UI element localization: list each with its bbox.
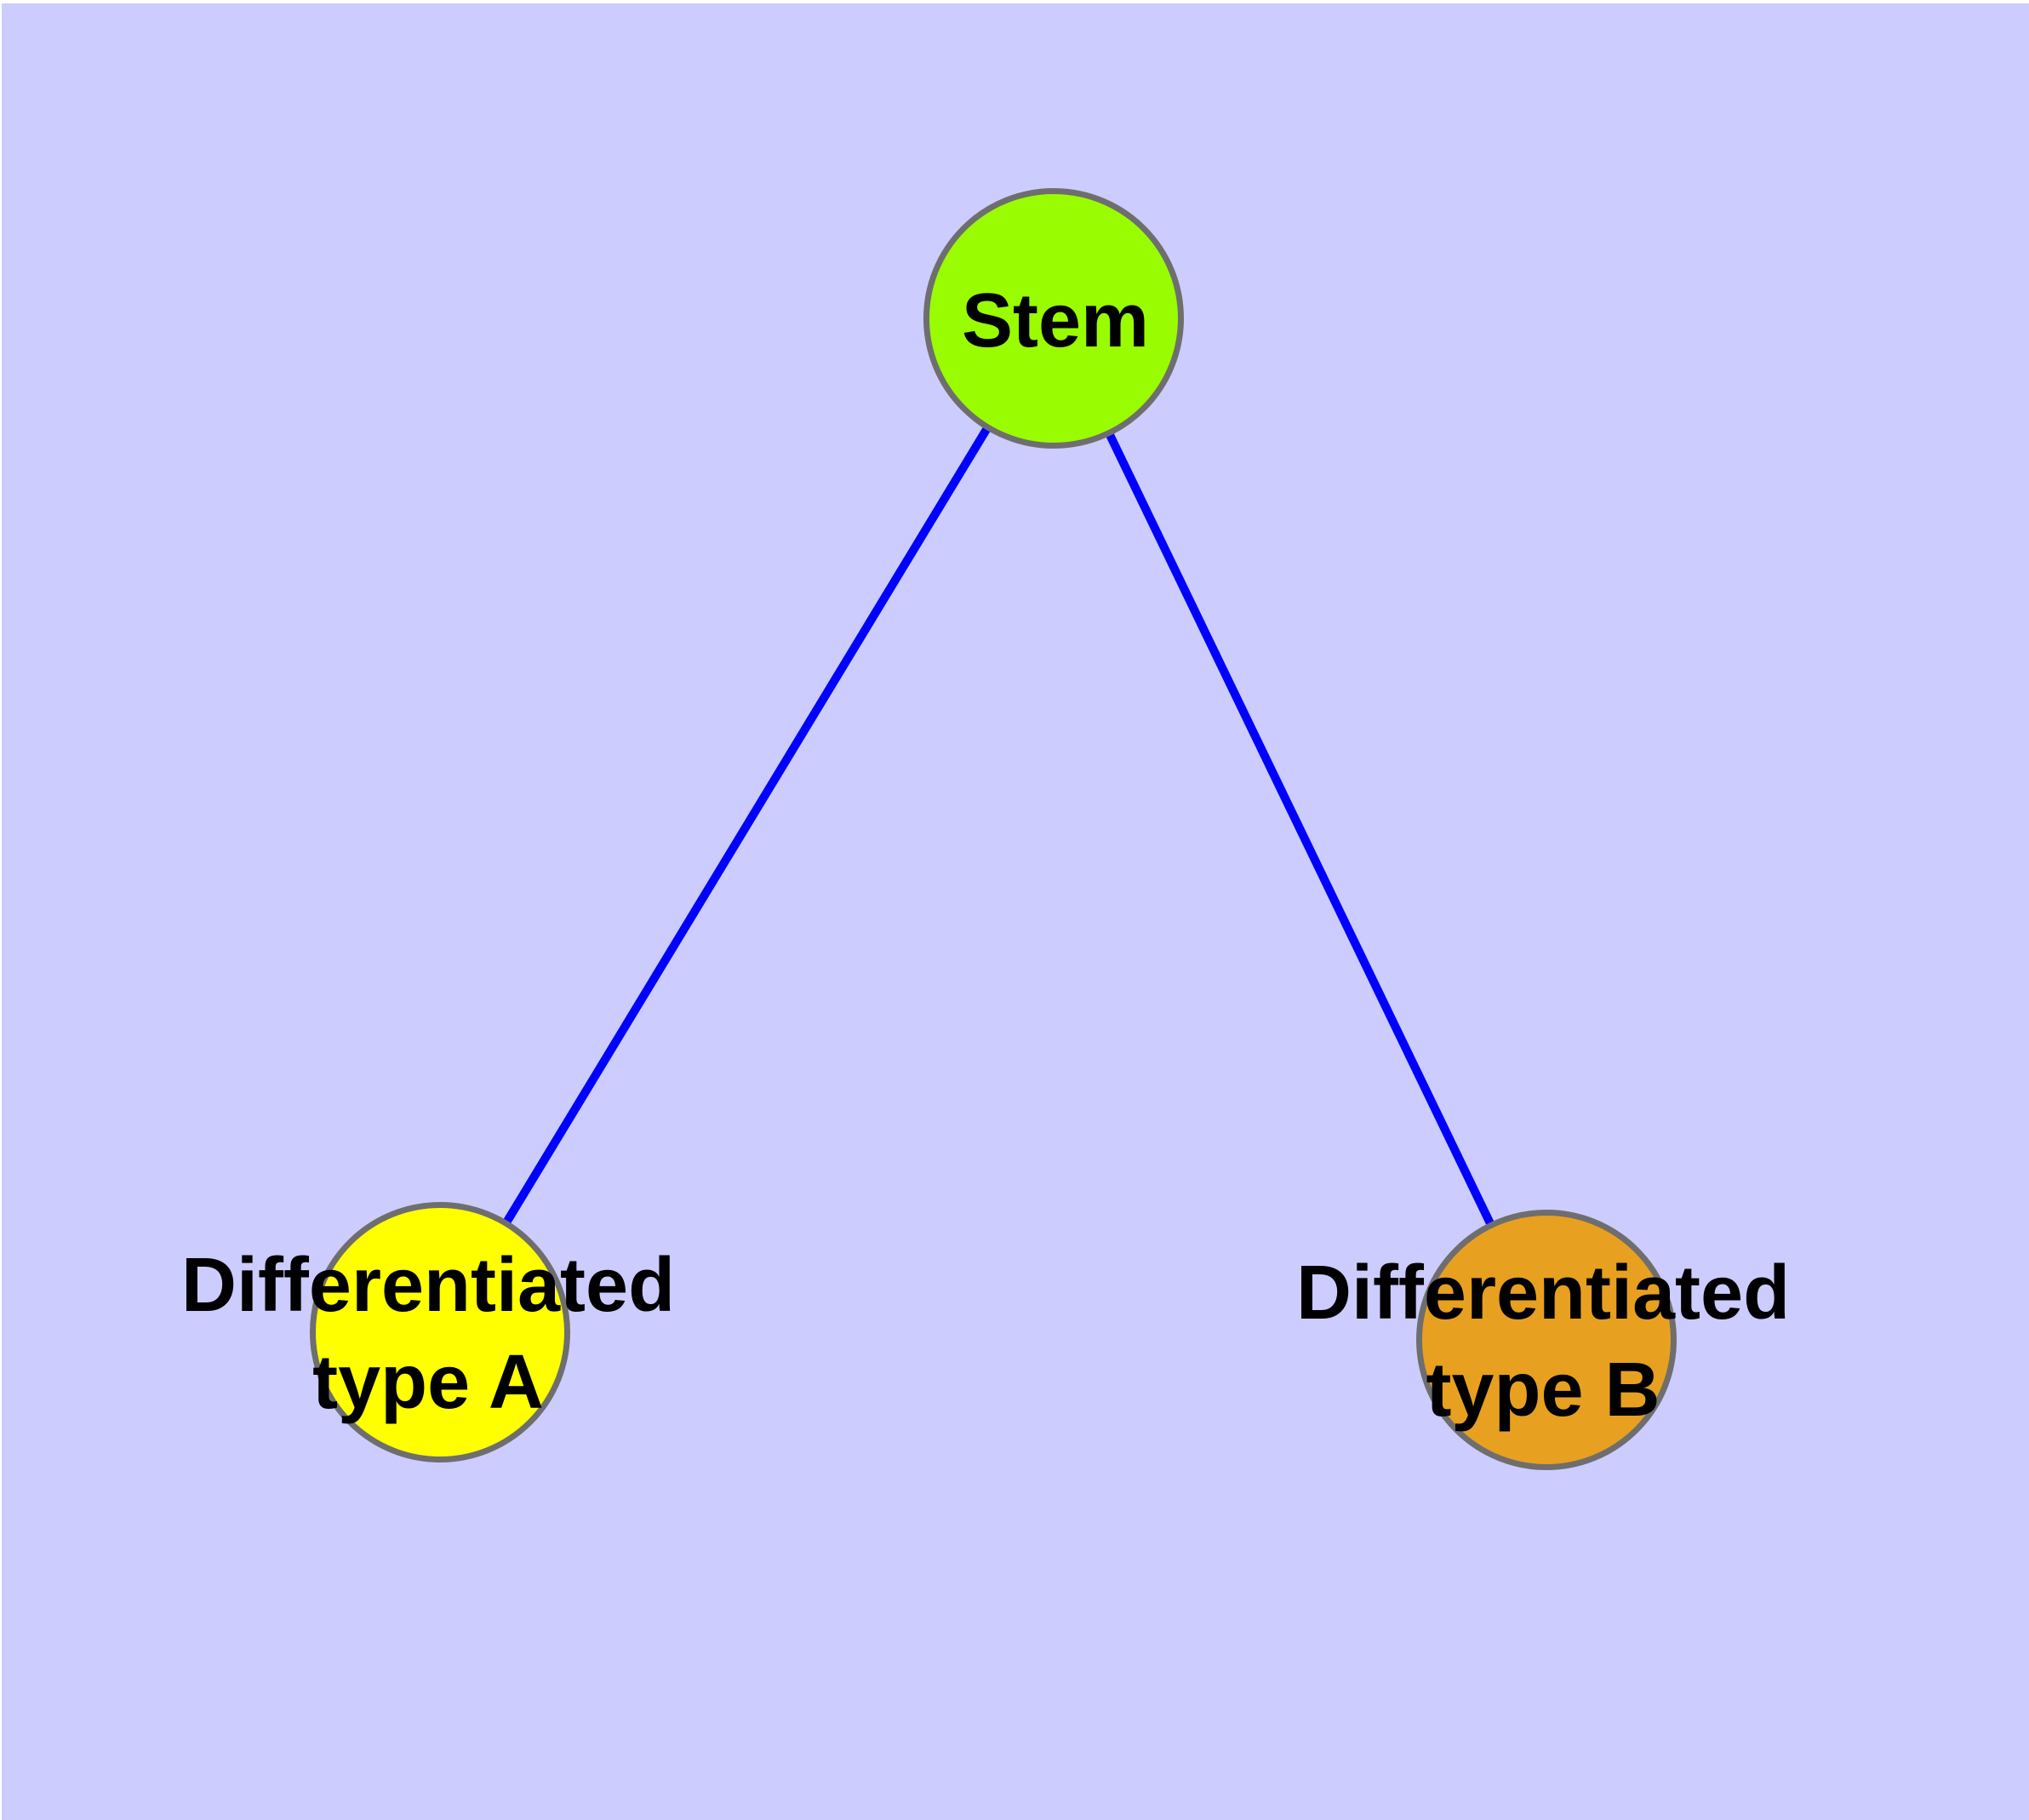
node-stem-circle bbox=[923, 188, 1184, 449]
node-differentiated-type-b-label: Differentiated type B bbox=[1296, 1245, 1790, 1439]
edge-stem-to-type-b bbox=[1049, 316, 1551, 1342]
node-differentiated-type-a-label: Differentiated type A bbox=[181, 1237, 675, 1431]
node-differentiated-type-b-circle bbox=[1416, 1210, 1677, 1470]
node-differentiated-type-a-circle bbox=[310, 1202, 570, 1462]
node-type-b-label-line1: Differentiated bbox=[1295, 1251, 1791, 1336]
node-type-a-label-line1: Differentiated bbox=[180, 1243, 676, 1328]
node-type-a-label-line2: type A bbox=[312, 1340, 544, 1425]
node-type-b-label-line2: type B bbox=[1426, 1348, 1660, 1433]
edge-stem-to-type-a bbox=[436, 316, 1058, 1335]
node-stem-label: Stem bbox=[962, 272, 1149, 369]
node-stem-label-text: Stem bbox=[961, 278, 1150, 363]
